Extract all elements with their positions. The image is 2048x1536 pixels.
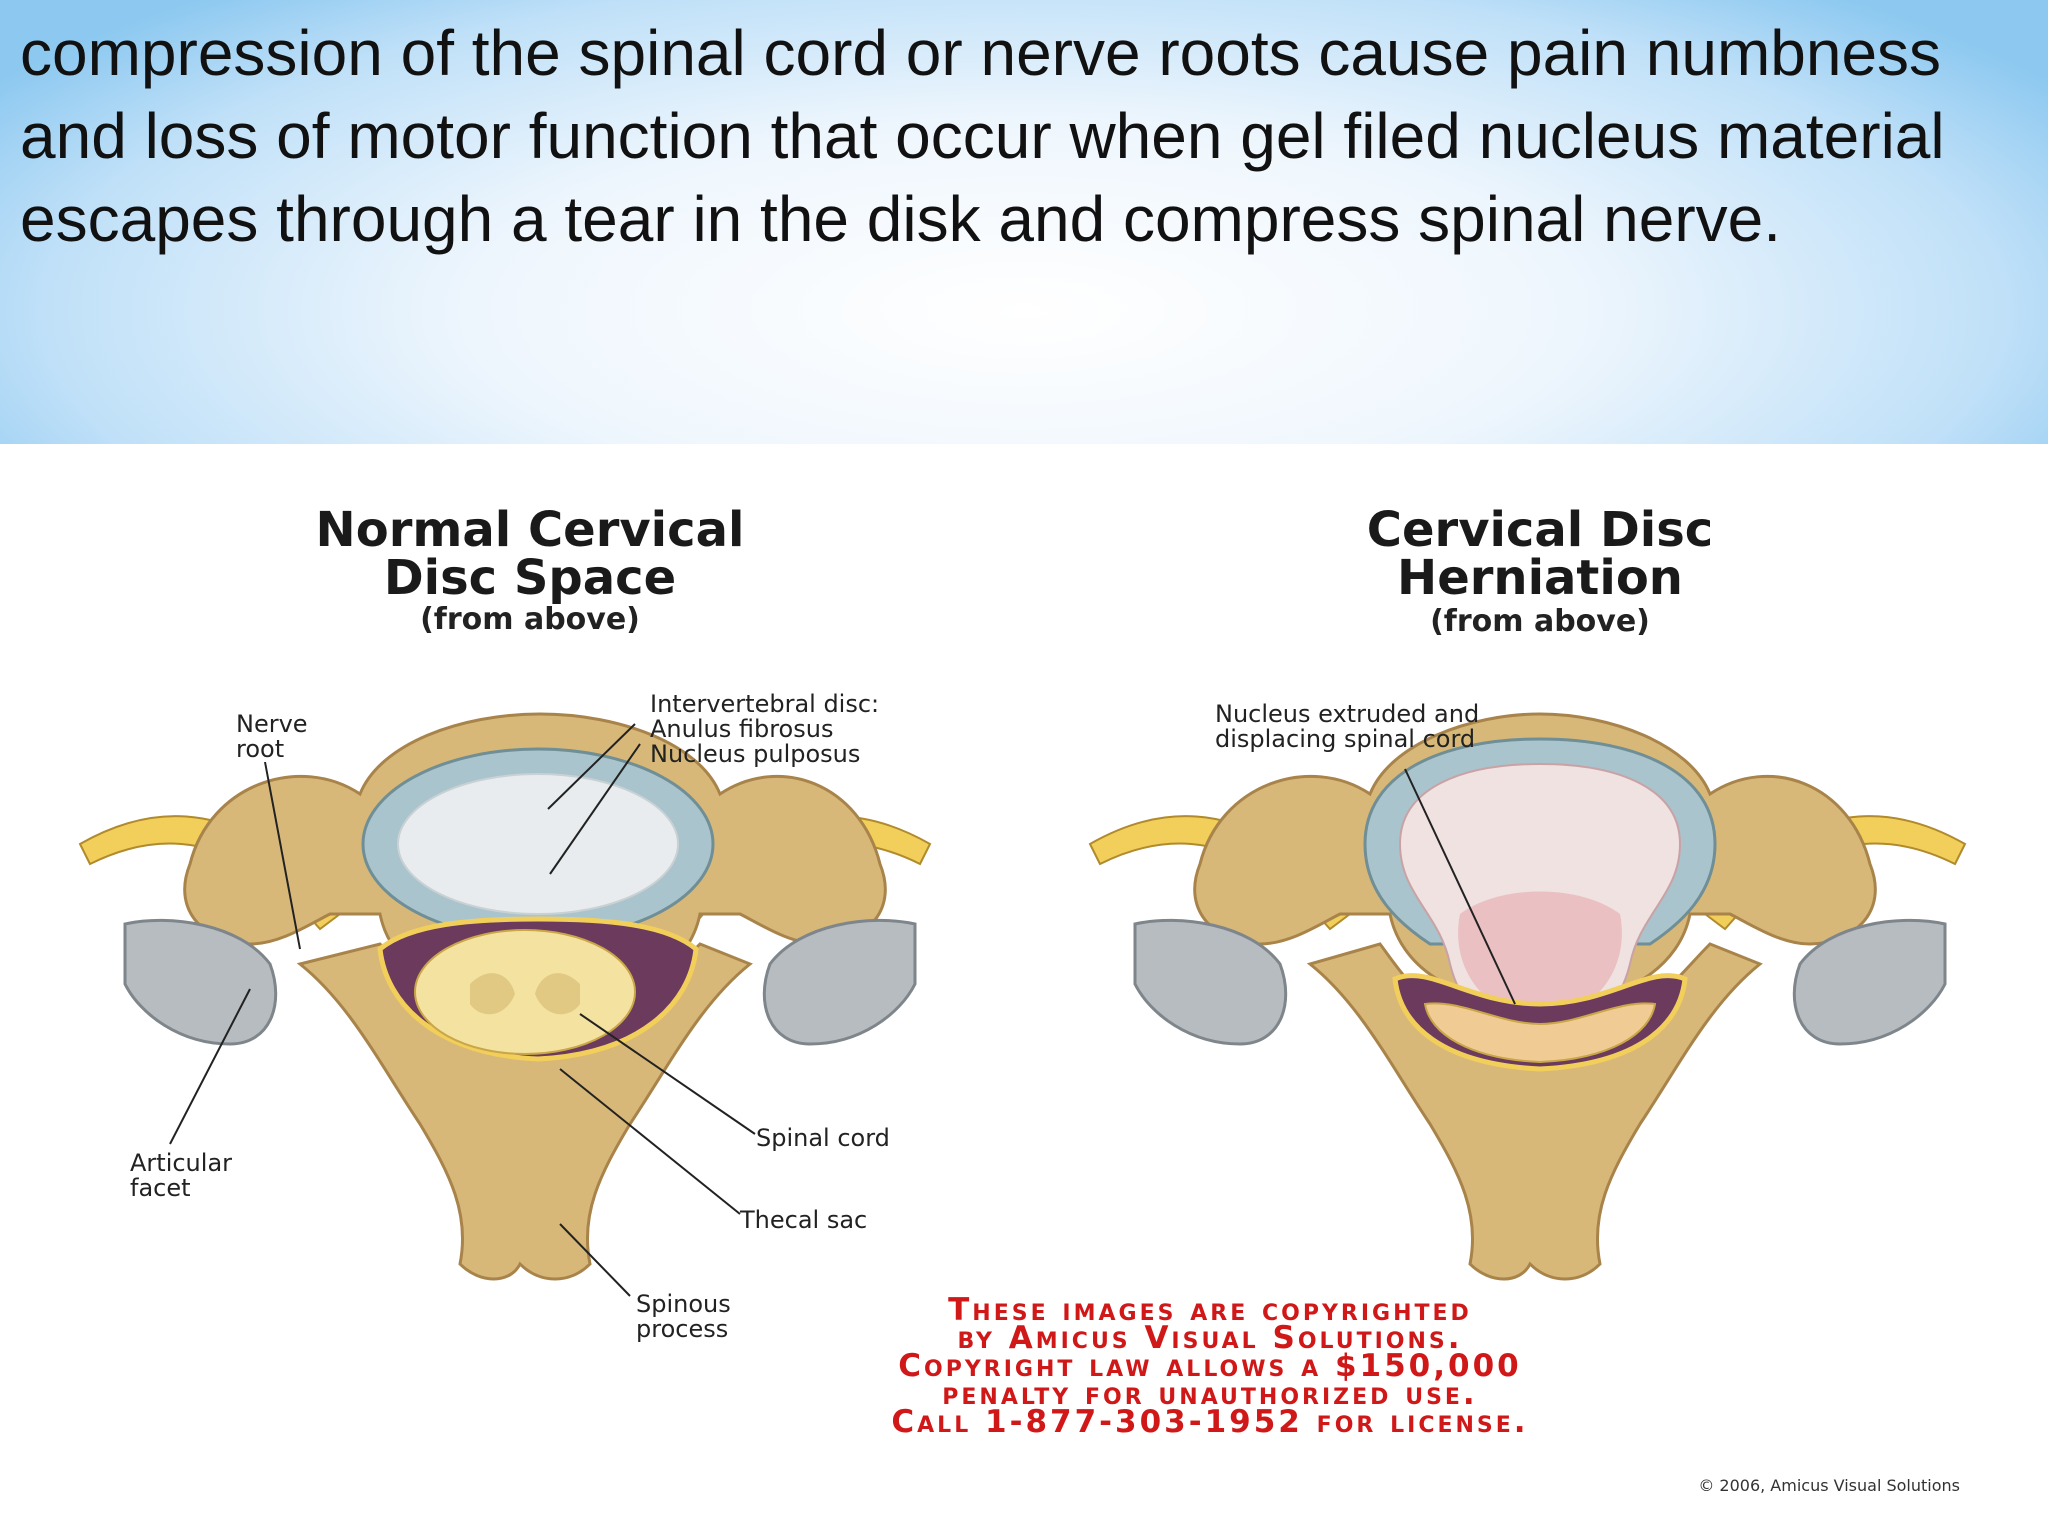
herniation-subtitle: (from above) [1430,604,1650,639]
label-intervertebral-disc: Intervertebral disc: Anulus fibrosus Nuc… [650,692,879,767]
copyright-line-5: Call 1-877-303-1952 for license. [891,1404,1529,1440]
copyright-line-4: penalty for unauthorized use. [942,1376,1478,1412]
label-articular-facet: Articular facet [130,1151,232,1201]
normal-vertebra [78,712,932,1297]
normal-title-line2: Disc Space [383,550,677,606]
label-spinous-line1: Spinous [636,1290,731,1318]
slide-body-text: compression of the spinal cord or nerve … [20,17,1945,255]
vertebra-artwork [78,712,1967,1297]
normal-title-line1: Normal Cervical [315,502,745,558]
label-nucleus-line1: Nucleus extruded and [1215,700,1480,728]
label-disc-line2: Anulus fibrosus [650,715,834,743]
label-nerve-root-line2: root [236,735,285,763]
label-thecal-sac: Thecal sac [740,1206,868,1234]
label-articular-line1: Articular [130,1149,233,1177]
label-nerve-root-line1: Nerve [236,710,308,738]
copyright-line-3: Copyright law allows a $150,000 [898,1348,1522,1384]
image-credit: © 2006, Amicus Visual Solutions [1698,1476,1960,1495]
normal-subtitle: (from above) [420,602,640,637]
slide-header-background: compression of the spinal cord or nerve … [0,0,2048,444]
label-disc-line3: Nucleus pulposus [650,740,861,768]
label-spinal-cord: Spinal cord [756,1124,890,1152]
herniation-title-line2: Herniation [1397,550,1683,606]
label-spinous-line2: process [636,1315,729,1343]
copyright-line-1: These images are copyrighted [948,1292,1472,1328]
copyright-notice: These images are copyrighted by Amicus V… [760,1292,1660,1440]
label-spinous-process: Spinous process [636,1292,731,1342]
label-articular-line2: facet [130,1174,191,1202]
label-nucleus-line2: displacing spinal cord [1215,725,1476,753]
herniation-title-line1: Cervical Disc [1366,502,1714,558]
copyright-line-2: by Amicus Visual Solutions. [957,1320,1463,1356]
label-disc-line1: Intervertebral disc: [650,690,880,718]
herniated-vertebra [1088,712,1967,1281]
label-nerve-root: Nerve root [236,712,308,762]
cervical-disc-illustration: Normal Cervical Disc Space (from above) … [0,444,2048,1536]
label-nucleus-extruded: Nucleus extruded and displacing spinal c… [1215,702,1479,752]
